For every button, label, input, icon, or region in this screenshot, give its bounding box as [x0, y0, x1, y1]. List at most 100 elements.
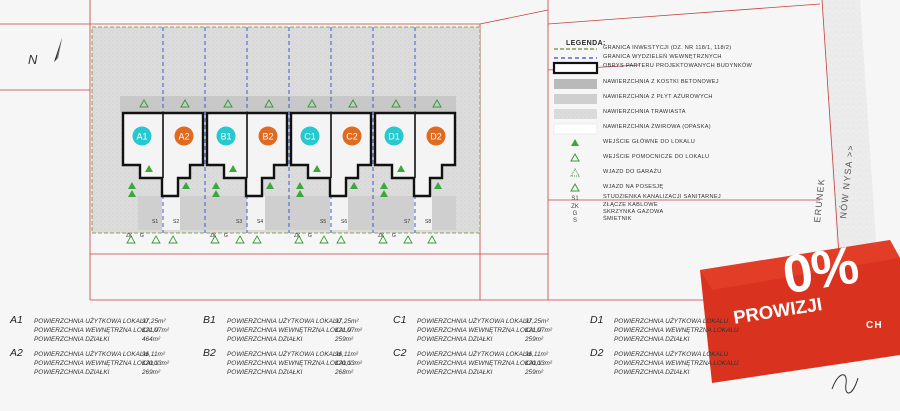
area-value: 97,25m²	[142, 318, 166, 325]
legend-swatch	[554, 79, 597, 89]
utility-label: G	[308, 233, 312, 239]
unit-code: C2	[393, 347, 407, 359]
legend-symbol	[552, 93, 598, 105]
area-label: POWIERZCHNIA DZIAŁKI	[614, 336, 690, 343]
area-label: POWIERZCHNIA DZIAŁKI	[34, 369, 110, 376]
area-value: 120,13m²	[525, 360, 552, 367]
driveway-strip	[138, 196, 456, 230]
area-label: POWIERZCHNIA WEWNĘTRZNA LOKALU	[227, 327, 352, 334]
utility-label: S2	[173, 219, 179, 225]
area-label: POWIERZCHNIA DZIAŁKI	[417, 336, 493, 343]
legend-swatch	[571, 139, 579, 146]
area-value: 96,11m²	[335, 351, 358, 358]
legend-symbol	[552, 138, 598, 150]
area-row: POWIERZCHNIA WEWNĘTRZNA LOKALU	[614, 360, 764, 367]
legend-label: OBRYS PARTERU PROJEKTOWANYCH BUDYNKÓW	[603, 63, 753, 69]
north-arrow-icon	[54, 38, 62, 62]
area-value: 96,11m²	[525, 351, 548, 358]
area-value: 464m²	[142, 336, 161, 343]
building-dividers	[162, 113, 416, 178]
area-label: POWIERZCHNIA DZIAŁKI	[417, 369, 493, 376]
unit-marker-a2	[174, 126, 194, 146]
area-row: POWIERZCHNIA DZIAŁKI	[614, 369, 764, 376]
north-label: N	[28, 52, 38, 67]
area-label: POWIERZCHNIA DZIAŁKI	[227, 336, 303, 343]
area-row: POWIERZCHNIA DZIAŁKI	[614, 336, 764, 343]
garage-entry-markers	[128, 182, 388, 197]
legend-row: WJAZD NA POSESJĘ	[552, 183, 747, 195]
area-label: POWIERZCHNIA WEWNĘTRZNA LOKALU	[34, 327, 159, 334]
legend-symbol	[552, 168, 598, 180]
unit-code: A1	[10, 314, 23, 326]
unit-label-b1: B1	[220, 132, 231, 142]
legend-symbol	[552, 62, 598, 74]
lot-entry-markers	[126, 235, 437, 244]
legend-swatch	[554, 109, 597, 119]
legend-label: NAWIERZCHNIA TRAWIASTA	[603, 109, 686, 115]
area-label: POWIERZCHNIA UŻYTKOWA LOKALU	[614, 318, 729, 325]
unit-code: B1	[203, 314, 216, 326]
legend-swatch	[570, 152, 580, 162]
commission-badge	[700, 240, 900, 383]
area-value: 259m²	[525, 369, 544, 376]
utility-label: ZK	[378, 233, 385, 239]
legend-symbol: ZK	[571, 204, 579, 210]
unit-code: C1	[393, 314, 407, 326]
legend-swatch	[554, 94, 597, 104]
utility-label: G	[224, 233, 228, 239]
area-label: POWIERZCHNIA DZIAŁKI	[227, 369, 303, 376]
utility-label: S3	[236, 219, 242, 225]
legend-swatch	[570, 182, 580, 192]
unit-marker-c2	[342, 126, 362, 146]
area-label: POWIERZCHNIA WEWNĘTRZNA LOKALU	[417, 360, 542, 367]
legend-row: NAWIERZCHNIA Z PŁYT AŻUROWYCH	[552, 93, 747, 105]
area-label: POWIERZCHNIA UŻYTKOWA LOKALU	[417, 318, 532, 325]
signature	[831, 374, 859, 394]
area-value: 121,97m²	[142, 327, 169, 334]
legend-row: GRANICA WYDZIELEŃ WEWNĘTRZNYCH	[552, 53, 747, 65]
area-label: POWIERZCHNIA WEWNĘTRZNA LOKALU	[34, 360, 159, 367]
legend-label: GRANICA WYDZIELEŃ WEWNĘTRZNYCH	[603, 54, 722, 60]
legend-label: ŚMIETNIK	[603, 216, 632, 222]
utility-label: S5	[320, 219, 326, 225]
utility-label: ZK	[210, 233, 217, 239]
legend-row: NAWIERZCHNIA Z KOSTKI BETONOWEJ	[552, 78, 747, 90]
unit-code: A2	[10, 347, 23, 359]
unit-marker-c1	[300, 126, 320, 146]
area-label: POWIERZCHNIA UŻYTKOWA LOKALU	[614, 351, 729, 358]
unit-label-c1: C1	[304, 132, 316, 142]
area-value: 120,13m²	[142, 360, 169, 367]
legend-row: GRANICA INWESTYCJI (DZ. NR 118/1, 118/2)	[552, 44, 747, 56]
area-row: POWIERZCHNIA DZIAŁKI 269m²	[34, 369, 184, 376]
utility-label: ZK	[294, 233, 301, 239]
area-value: 97,25m²	[335, 318, 359, 325]
legend-swatch	[570, 167, 580, 177]
legend-row: NAWIERZCHNIA TRAWIASTA	[552, 108, 747, 120]
unit-label-a1: A1	[136, 132, 147, 142]
legend-label: NAWIERZCHNIA ŻWIROWA (OPASKA)	[603, 124, 711, 130]
area-label: POWIERZCHNIA WEWNĘTRZNA LOKALU	[614, 327, 739, 334]
area-value: 269m²	[142, 369, 161, 376]
area-label: POWIERZCHNIA UŻYTKOWA LOKALU	[417, 351, 532, 358]
area-value: 121,97m²	[525, 327, 552, 334]
legend-row: WJAZD DO GARAŻU	[552, 168, 747, 180]
area-value: 121,97m²	[335, 327, 362, 334]
